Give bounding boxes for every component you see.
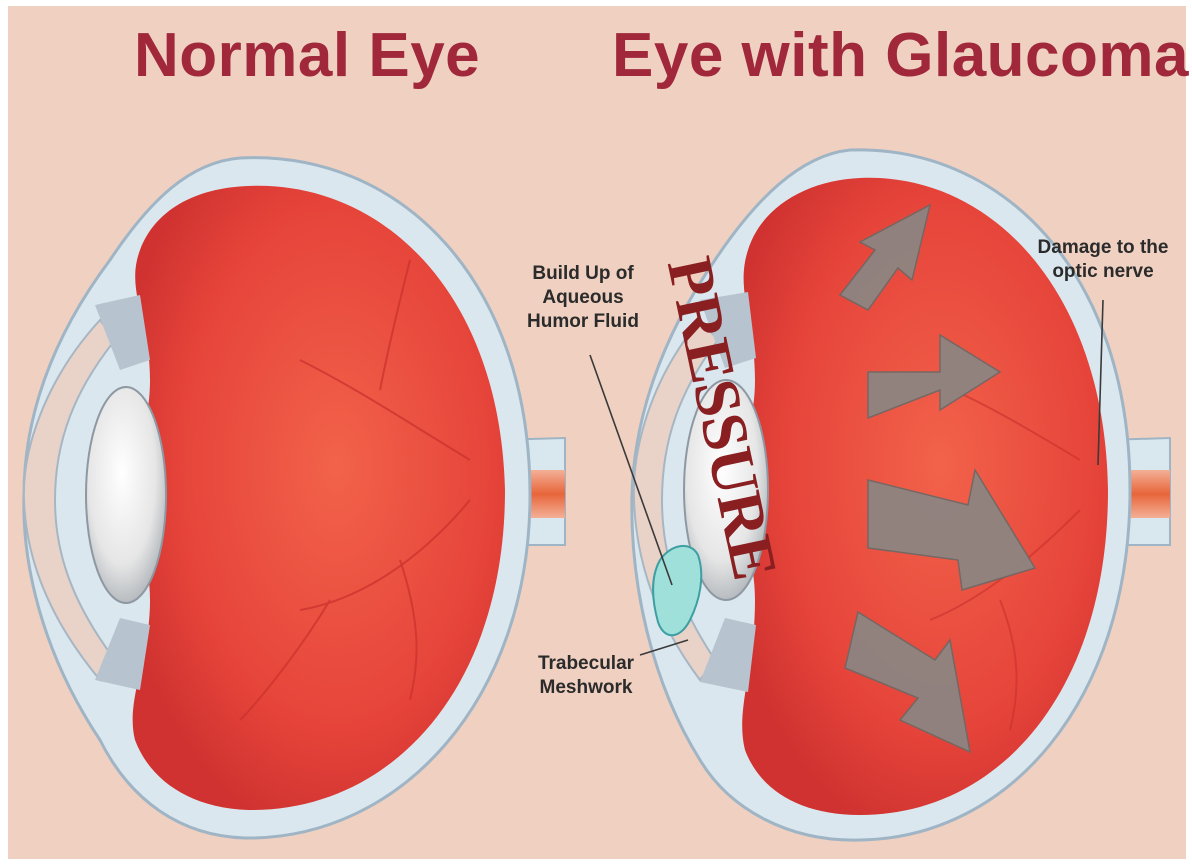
label-optic-nerve-damage: Damage to the optic nerve xyxy=(1018,236,1188,284)
label-fluid-buildup: Build Up of Aqueous Humor Fluid xyxy=(508,262,658,334)
label-line: optic nerve xyxy=(1018,260,1188,284)
title-normal-eye: Normal Eye xyxy=(134,20,480,91)
label-trabecular-meshwork: Trabecular Meshwork xyxy=(516,652,656,700)
label-line: Build Up of xyxy=(508,262,658,286)
label-line: Meshwork xyxy=(516,676,656,700)
lens xyxy=(86,387,166,603)
label-line: Damage to the xyxy=(1018,236,1188,260)
label-line: Trabecular xyxy=(516,652,656,676)
label-line: Humor Fluid xyxy=(508,310,658,334)
title-glaucoma-eye: Eye with Glaucoma xyxy=(612,20,1189,91)
label-line: Aqueous xyxy=(508,286,658,310)
